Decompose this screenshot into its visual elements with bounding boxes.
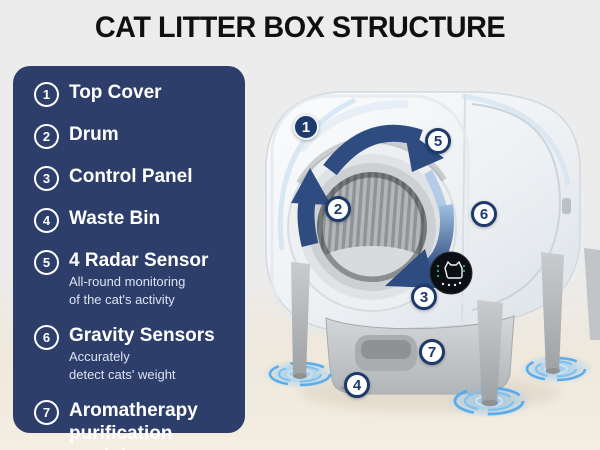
legend-number-badge: 2 — [34, 124, 59, 149]
legend-label-line: Aromatherapy — [69, 400, 198, 421]
leg-back-right — [584, 248, 600, 340]
diagram-marker-2: 2 — [325, 196, 351, 222]
leg-foot — [293, 373, 307, 379]
legend-text: Control Panel — [69, 165, 233, 188]
diagram-marker-3: 3 — [411, 284, 437, 310]
legend-sub-line: Accurately — [69, 349, 130, 364]
legend-number-badge: 4 — [34, 208, 59, 233]
legend-text: Waste Bin — [69, 207, 233, 230]
legend-number-badge: 7 — [34, 400, 59, 425]
rotation-arrows — [291, 124, 454, 288]
legend-label-line: purification module — [69, 423, 173, 450]
legend-text: Drum — [69, 123, 233, 146]
legend-label-line: Control Panel — [69, 166, 193, 187]
control-display — [429, 251, 473, 295]
legend-label-line: Waste Bin — [69, 208, 161, 229]
legend-number-badge: 1 — [34, 82, 59, 107]
rotation-arrow-top-head — [404, 128, 444, 172]
cat-icon — [444, 260, 463, 279]
side-seam — [471, 103, 562, 311]
leg-right — [541, 252, 564, 372]
litter-box-illustration — [262, 91, 600, 418]
side-latch — [562, 198, 571, 214]
diagram-marker-1: 1 — [293, 114, 319, 140]
leg-front-left — [291, 262, 310, 377]
legend-item-top-cover: 1 Top Cover — [34, 81, 233, 107]
legend-item-control-panel: 3 Control Panel — [34, 165, 233, 191]
bin-handle-hole — [361, 340, 411, 359]
legend-number-badge: 5 — [34, 250, 59, 275]
legend-list: 1 Top Cover 2 Drum 3 Control Panel 4 Waste Bin 5… — [34, 81, 233, 450]
rotation-arrow-down-head — [385, 249, 436, 288]
shell-streak — [461, 93, 571, 186]
legend-text: Top Cover — [69, 81, 233, 104]
legend-number-badge: 6 — [34, 325, 59, 350]
leg-middle — [477, 300, 503, 404]
legend-sub-line: All-round monitoring — [69, 274, 186, 289]
shell-streak — [278, 97, 357, 251]
diagram-marker-5: 5 — [425, 128, 451, 154]
rotation-arrow-up-shaft — [297, 200, 319, 247]
legend-label-line: Drum — [69, 124, 119, 145]
legend-panel: 1 Top Cover 2 Drum 3 Control Panel 4 Waste Bin 5… — [13, 66, 245, 450]
legend-label-line: Top Cover — [69, 82, 162, 103]
legend-sub-line: detect cats' weight — [69, 367, 176, 382]
legend-item-drum: 2 Drum — [34, 123, 233, 149]
shell-streak — [296, 99, 409, 153]
rotation-arrow-up-head — [291, 168, 331, 205]
legend-label-line: 4 Radar Sensor — [69, 250, 209, 271]
page-title: CAT LITTER BOX STRUCTURE — [94, 11, 506, 44]
diagram-marker-4: 4 — [344, 372, 370, 398]
legend-item-waste-bin: 4 Waste Bin — [34, 207, 233, 233]
legend-number-badge: 3 — [34, 166, 59, 191]
legend-label-line: Gravity Sensors — [69, 325, 215, 346]
diagram-marker-6: 6 — [471, 201, 497, 227]
diagram-marker-7: 7 — [419, 339, 445, 365]
legend-sub-line: of the cat's activity — [69, 292, 175, 307]
leg-foot — [546, 368, 560, 374]
leg-foot — [482, 399, 498, 407]
